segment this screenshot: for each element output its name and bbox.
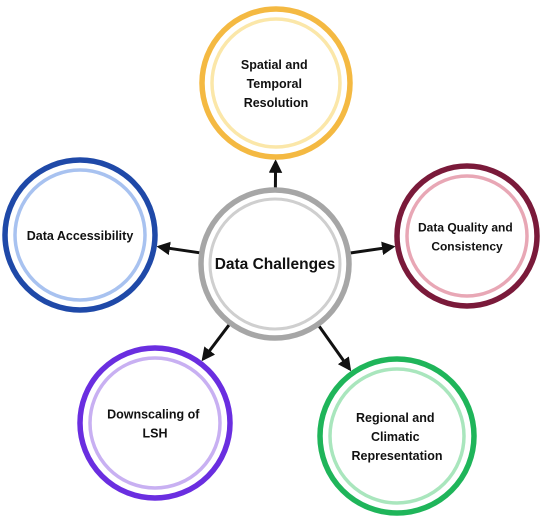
connector-arrows (156, 159, 396, 372)
node-inner-ring (405, 174, 529, 298)
node-data-accessibility: Data Accessibility (2, 157, 158, 313)
node-label-line: Representation (352, 449, 443, 463)
node-label-line: Consistency (431, 240, 503, 254)
node-label-line: Resolution (244, 96, 309, 110)
node-inner-ring (13, 168, 147, 302)
node-downscaling-of-lsh: Downscaling of LSH (77, 345, 233, 501)
node-label-line: Data Quality and (418, 221, 513, 235)
node-outer-ring (394, 163, 540, 309)
node-data-quality-consistency: Data Quality and Consistency (394, 163, 540, 309)
node-label-line: Climatic (371, 430, 420, 444)
node-outer-ring (2, 157, 158, 313)
node-outer-ring (199, 6, 353, 160)
node-label-line: LSH (143, 427, 168, 441)
node-inner-ring (88, 356, 222, 490)
node-outer-ring (77, 345, 233, 501)
center-node-data-challenges: Data Challenges (198, 187, 352, 341)
node-label: Data Accessibility (27, 229, 134, 243)
center-node-outer-ring (198, 187, 352, 341)
node-label-line: Regional and (356, 411, 434, 425)
node-label-line: Spatial and (241, 58, 308, 72)
center-node-label-line: Data Challenges (215, 256, 336, 273)
node-label: Regional and Climatic Representation (352, 411, 443, 463)
arrow-to-downscaling (201, 323, 231, 362)
node-label: Data Quality and Consistency (418, 221, 516, 254)
node-label-line: Downscaling of (107, 408, 200, 422)
arrow-to-data-quality (349, 241, 396, 256)
node-regional-climatic-representation: Regional and Climatic Representation (317, 356, 477, 516)
arrow-to-regional-climatic (317, 325, 352, 372)
node-outer-ring (317, 356, 477, 516)
node-label-line: Temporal (247, 77, 302, 91)
node-label-line: Data Accessibility (27, 229, 134, 243)
arrow-to-data-accessibility (156, 241, 201, 256)
node-spatial-temporal-resolution: Spatial and Temporal Resolution (199, 6, 353, 160)
node-label: Spatial and Temporal Resolution (241, 58, 311, 110)
center-node-label: Data Challenges (215, 256, 336, 273)
center-node-inner-ring (208, 197, 342, 331)
node-inner-ring (210, 17, 342, 149)
node-inner-ring (328, 367, 466, 505)
node-label: Downscaling of LSH (107, 408, 203, 441)
